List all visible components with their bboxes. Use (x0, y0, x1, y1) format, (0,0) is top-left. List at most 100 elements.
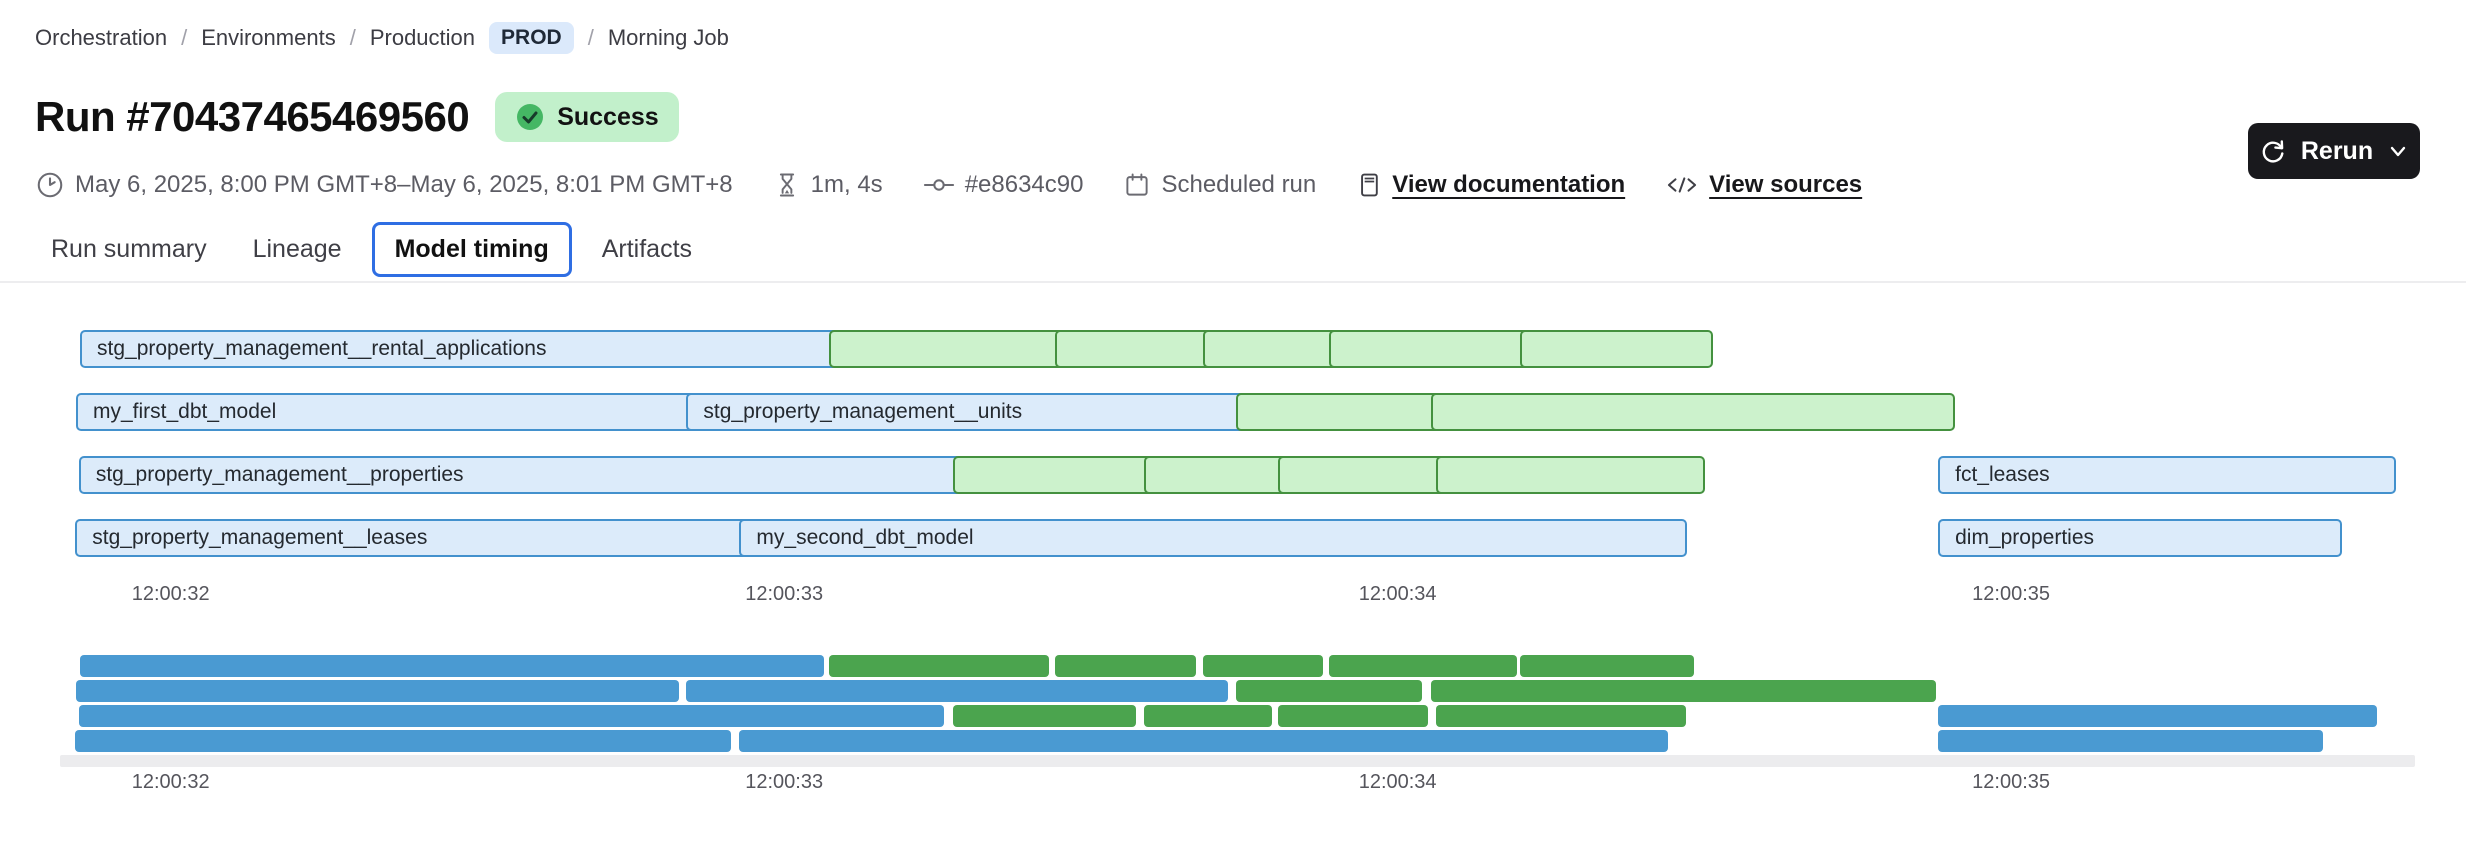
run-date-range: May 6, 2025, 8:00 PM GMT+8–May 6, 2025, … (75, 171, 733, 198)
gantt-bar-stg_property_management__units[interactable]: stg_property_management__units (686, 393, 1248, 431)
axis-tick-label: 12:00:32 (131, 771, 210, 793)
gantt-bar-my_second_dbt_model[interactable]: my_second_dbt_model (739, 519, 1688, 557)
chevron-down-icon (2390, 146, 2406, 157)
gantt-bar[interactable] (1430, 393, 1955, 431)
axis-tick-label: 12:00:35 (1972, 583, 2051, 605)
breadcrumb-orchestration[interactable]: Orchestration (35, 25, 168, 50)
refresh-icon (2262, 140, 2284, 163)
run-duration: 1m, 4s (773, 170, 883, 200)
view-sources-link[interactable]: View sources (1709, 171, 1863, 198)
axis-tick-label: 12:00:35 (1972, 771, 2051, 793)
gantt-bar-stg_property_management__properties[interactable]: stg_property_management__properties (78, 456, 964, 494)
minimap-bar[interactable] (1938, 705, 2378, 727)
run-duration-value: 1m, 4s (810, 171, 883, 198)
view-sources[interactable]: View sources (1665, 171, 1862, 199)
gantt-bar-my_first_dbt_model[interactable]: my_first_dbt_model (76, 393, 698, 431)
minimap-bar[interactable] (80, 655, 825, 677)
minimap-time-axis: 12:00:32 12:00:33 12:00:34 12:00:35 (60, 771, 2415, 797)
document-icon (1361, 173, 1379, 197)
breadcrumb-environments[interactable]: Environments (201, 25, 336, 50)
view-documentation-link[interactable]: View documentation (1392, 171, 1626, 198)
axis-tick-label: 12:00:32 (131, 583, 210, 605)
run-dates: May 6, 2025, 8:00 PM GMT+8–May 6, 2025, … (35, 170, 733, 200)
breadcrumb-morning-job[interactable]: Morning Job (607, 25, 729, 50)
breadcrumb-separator: / (181, 25, 188, 50)
run-trigger: Scheduled run (1123, 170, 1316, 200)
minimap-bar[interactable] (76, 680, 679, 702)
minimap-bar[interactable] (1329, 655, 1517, 677)
tab-lineage[interactable]: Lineage (252, 234, 342, 263)
gantt-row: stg_property_management__rental_applicat… (60, 330, 2415, 368)
axis-tick-label: 12:00:33 (745, 771, 824, 793)
view-documentation[interactable]: View documentation (1356, 170, 1625, 200)
minimap-bar[interactable] (1203, 655, 1324, 677)
gantt-bar[interactable] (1236, 393, 1442, 431)
gantt-bar[interactable] (1520, 330, 1714, 368)
hourglass-icon (779, 173, 794, 197)
code-icon (1668, 177, 1697, 193)
rerun-label: Rerun (2300, 136, 2374, 165)
calendar-icon (1126, 173, 1149, 196)
gantt-bar[interactable] (952, 456, 1156, 494)
minimap-scroll-track[interactable] (60, 755, 2415, 767)
run-commit: #e8634c90 (923, 170, 1084, 200)
minimap-bar[interactable] (1144, 705, 1272, 727)
minimap-row (60, 730, 2415, 752)
minimap-row (60, 705, 2415, 727)
model-timing-chart: stg_property_management__rental_applicat… (60, 0, 2415, 842)
gantt-bar[interactable] (828, 330, 1069, 368)
minimap-bar[interactable] (1436, 705, 1687, 727)
title-row: Run #70437465469560 Success (35, 92, 679, 142)
minimap-row (60, 655, 2415, 677)
git-commit-icon (923, 179, 954, 191)
gantt-bar[interactable] (1436, 456, 1706, 494)
run-tabs: Run summary Lineage Model timing Artifac… (35, 218, 708, 280)
minimap-bar[interactable] (739, 730, 1669, 752)
minimap-bar[interactable] (78, 705, 945, 727)
page-title: Run #70437465469560 (35, 93, 470, 140)
gantt-row: stg_property_management__properties fct_l… (60, 456, 2415, 494)
gantt-bar-stg_property_management__leases[interactable]: stg_property_management__leases (75, 519, 751, 557)
minimap-row (60, 680, 2415, 702)
gantt-bar-fct_leases[interactable]: fct_leases (1938, 456, 2397, 494)
minimap-bar[interactable] (1938, 730, 2324, 752)
run-trigger-label: Scheduled run (1161, 171, 1317, 198)
gantt-bar[interactable] (1144, 456, 1291, 494)
gantt-bar-stg_property_management__rental_applications[interactable]: stg_property_management__rental_applicat… (80, 330, 844, 368)
clock-icon (37, 172, 63, 198)
tab-artifacts[interactable]: Artifacts (601, 234, 693, 263)
minimap-bar[interactable] (686, 680, 1229, 702)
minimap-bar[interactable] (1236, 680, 1423, 702)
run-meta-row: May 6, 2025, 8:00 PM GMT+8–May 6, 2025, … (35, 170, 1862, 200)
minimap-bar[interactable] (828, 655, 1050, 677)
breadcrumb-separator: / (587, 25, 594, 50)
check-circle-icon (517, 104, 544, 130)
gantt-bar[interactable] (1054, 330, 1216, 368)
breadcrumb-production[interactable]: Production (369, 25, 476, 50)
run-commit-hash: #e8634c90 (964, 171, 1084, 198)
rerun-button[interactable]: Rerun (2248, 123, 2420, 179)
tab-run-summary[interactable]: Run summary (51, 234, 207, 263)
minimap-bar[interactable] (952, 705, 1137, 727)
environment-badge: PROD (489, 22, 574, 54)
gantt-bar[interactable] (1277, 456, 1448, 494)
breadcrumb-separator: / (349, 25, 356, 50)
minimap-bar[interactable] (1430, 680, 1936, 702)
minimap-bar[interactable] (75, 730, 732, 752)
minimap-bar[interactable] (1277, 705, 1429, 727)
minimap-bar[interactable] (1054, 655, 1197, 677)
axis-tick-label: 12:00:34 (1358, 771, 1437, 793)
gantt-bar[interactable] (1203, 330, 1343, 368)
gantt-bar-dim_properties[interactable]: dim_properties (1938, 519, 2343, 557)
gantt-bar[interactable] (1329, 330, 1536, 368)
status-badge: Success (495, 92, 679, 142)
axis-tick-label: 12:00:34 (1358, 583, 1437, 605)
tab-model-timing[interactable]: Model timing (371, 221, 572, 277)
breadcrumb: Orchestration / Environments / Productio… (35, 22, 729, 54)
minimap-bar[interactable] (1520, 655, 1695, 677)
status-label: Success (557, 102, 659, 131)
